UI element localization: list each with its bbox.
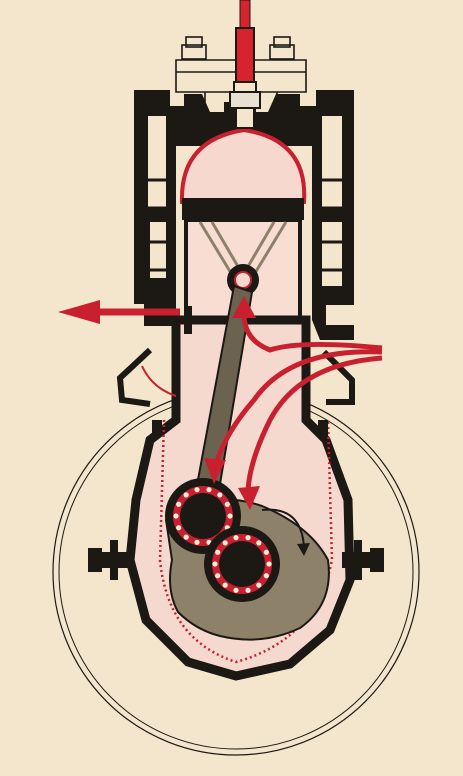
bearing-ball [263, 549, 269, 555]
bearing-ball [183, 492, 189, 498]
spark-plug-lead [239, 0, 251, 31]
rotation-arrow-icon [261, 508, 310, 556]
bearing-ball [194, 539, 200, 545]
left-crankcase-bolt [88, 540, 130, 580]
bearing-ball [194, 487, 200, 493]
bearing-ball [233, 535, 239, 541]
spark-plug [229, 0, 261, 129]
big-end-bearing [165, 478, 241, 554]
bearing-ball [245, 587, 251, 593]
right-crankcase-bolt [342, 540, 384, 580]
bearing-ball [183, 534, 189, 540]
bearing-ball [222, 582, 228, 588]
main-bearing [204, 526, 280, 602]
bearing-ball [266, 561, 272, 567]
exhaust-arrow [58, 300, 192, 334]
bearing-ball [212, 561, 218, 567]
bearing-ball [222, 540, 228, 546]
bearing-ball [217, 492, 223, 498]
bearing-ball [176, 525, 182, 531]
bearing-ball [215, 573, 221, 579]
bearing-ball [256, 582, 262, 588]
transfer-flow-arrows [213, 313, 383, 491]
combustion-chamber [179, 127, 307, 204]
side-studs [152, 420, 328, 436]
left-arrow-icon [58, 300, 100, 324]
curved-arrow-icon [204, 296, 260, 510]
bearing-ball [233, 587, 239, 593]
bearing-ball [206, 487, 212, 493]
bearing-ball [245, 535, 251, 541]
bearing-ball [215, 549, 221, 555]
bearing-ball [173, 513, 179, 519]
bearing-ball [176, 501, 182, 507]
bearing-ball [256, 540, 262, 546]
bearing-ball [224, 501, 230, 507]
bearing-ball [263, 573, 269, 579]
bearing-ball [227, 513, 233, 519]
